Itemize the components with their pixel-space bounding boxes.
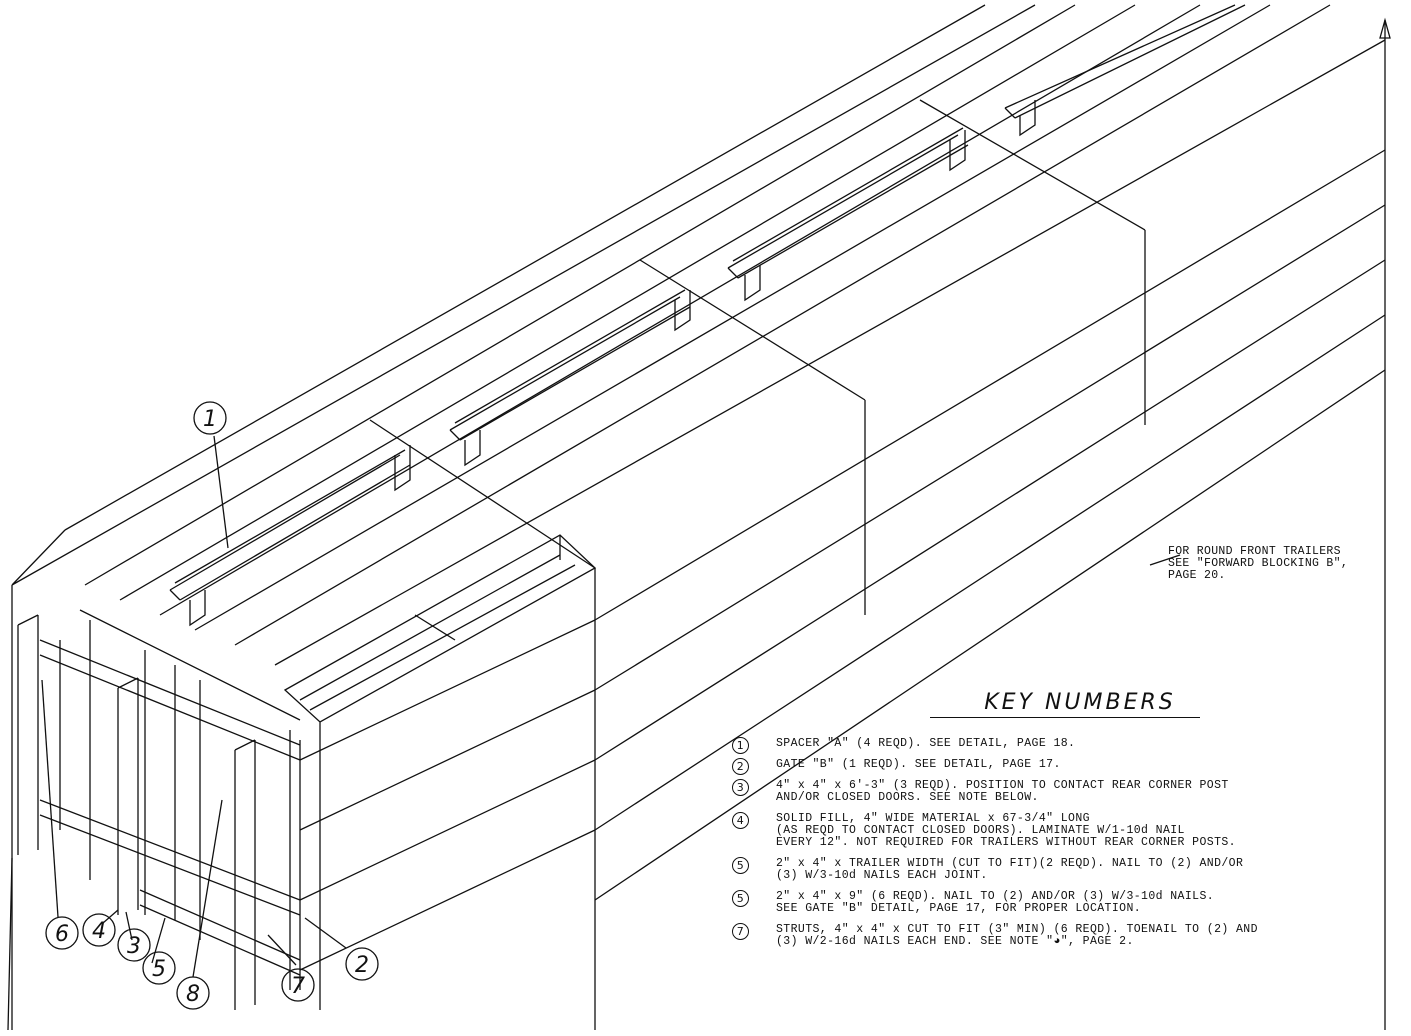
key-number-badge: 1	[732, 737, 749, 754]
callout-label: 1	[203, 407, 217, 432]
key-item-text: 2" x 4" x TRAILER WIDTH (CUT TO FIT)(2 R…	[776, 857, 1244, 870]
key-number-badge: 4	[732, 812, 749, 829]
callout-8: 8	[176, 976, 210, 1010]
trailer-outline	[11, 4, 1036, 1030]
key-numbers-list: 1 SPACER "A" (4 REQD). SEE DETAIL, PAGE …	[732, 737, 1407, 957]
spacer-rails	[169, 4, 1246, 627]
gate-assembly	[17, 609, 301, 1010]
key-item-text: (AS REQD TO CONTACT CLOSED DOORS). LAMIN…	[776, 824, 1185, 837]
key-item-text: SOLID FILL, 4" WIDE MATERIAL x 67-3/4" L…	[776, 812, 1090, 825]
key-item-text: 4" x 4" x 6'-3" (3 REQD). POSITION TO CO…	[776, 779, 1229, 792]
note-line: SEE "FORWARD BLOCKING B",	[1168, 557, 1349, 570]
key-item: 5 2" x 4" x TRAILER WIDTH (CUT TO FIT)(2…	[732, 857, 1407, 882]
first-unit-deck	[299, 554, 576, 711]
first-unit-front	[283, 534, 597, 1010]
key-item-text: EVERY 12". NOT REQUIRED FOR TRAILERS WIT…	[776, 836, 1236, 849]
key-number-badge: 7	[732, 923, 749, 940]
key-number-badge: 5	[732, 890, 749, 907]
callout-label: 3	[127, 934, 141, 959]
key-numbers-title: KEY NUMBERS	[984, 690, 1176, 715]
callout-3: 3	[117, 928, 151, 962]
key-item: 7 STRUTS, 4" x 4" x CUT TO FIT (3" MIN) …	[732, 923, 1407, 948]
callout-7: 7	[281, 968, 315, 1002]
key-item-text: 2" x 4" x 9" (6 REQD). NAIL TO (2) AND/O…	[776, 890, 1215, 903]
key-item: 4 SOLID FILL, 4" WIDE MATERIAL x 67-3/4"…	[732, 812, 1407, 849]
callout-label: 2	[355, 953, 369, 978]
key-item-text: SPACER "A" (4 REQD). SEE DETAIL, PAGE 18…	[776, 737, 1076, 750]
key-item-text: STRUTS, 4" x 4" x CUT TO FIT (3" MIN) (6…	[776, 923, 1258, 936]
key-item-text: (3) W/3-10d NAILS EACH JOINT.	[776, 869, 988, 882]
key-number-badge: 5	[732, 857, 749, 874]
key-title-underline	[930, 717, 1200, 718]
key-number-badge: 3	[732, 779, 749, 796]
unit-seams	[369, 99, 1146, 1030]
callout-label: 7	[291, 974, 305, 999]
round-front-note: FOR ROUND FRONT TRAILERS SEE "FORWARD BL…	[1168, 546, 1408, 582]
key-item-text: GATE "B" (1 REQD). SEE DETAIL, PAGE 17.	[776, 758, 1061, 771]
callout-5: 5	[142, 951, 176, 985]
callout-4: 4	[82, 913, 116, 947]
callout-2: 2	[345, 947, 379, 981]
note-line: PAGE 20.	[1168, 569, 1226, 582]
key-item-text: SEE GATE "B" DETAIL, PAGE 17, FOR PROPER…	[776, 902, 1142, 915]
callout-label: 6	[55, 922, 69, 947]
key-item: 3 4" x 4" x 6'-3" (3 REQD). POSITION TO …	[732, 779, 1407, 804]
callout-1: 1	[193, 401, 227, 435]
key-item: 1 SPACER "A" (4 REQD). SEE DETAIL, PAGE …	[732, 737, 1407, 754]
load-side-lines	[299, 149, 1386, 971]
key-item: 2 GATE "B" (1 REQD). SEE DETAIL, PAGE 17…	[732, 758, 1407, 775]
note-line: FOR ROUND FRONT TRAILERS	[1168, 545, 1341, 558]
key-number-badge: 2	[732, 758, 749, 775]
callout-label: 8	[186, 982, 200, 1007]
key-item-text: (3) W/2-16d NAILS EACH END. SEE NOTE "◕"…	[776, 935, 1134, 948]
key-item-text: AND/OR CLOSED DOORS. SEE NOTE BELOW.	[776, 791, 1039, 804]
leader-lines	[7, 17, 1391, 1031]
callout-label: 5	[152, 957, 166, 982]
callout-6: 6	[45, 916, 79, 950]
callout-markers: 1 2 3 4 5 6 7 8	[45, 401, 379, 1010]
key-item: 5 2" x 4" x 9" (6 REQD). NAIL TO (2) AND…	[732, 890, 1407, 915]
callout-label: 4	[92, 919, 106, 944]
